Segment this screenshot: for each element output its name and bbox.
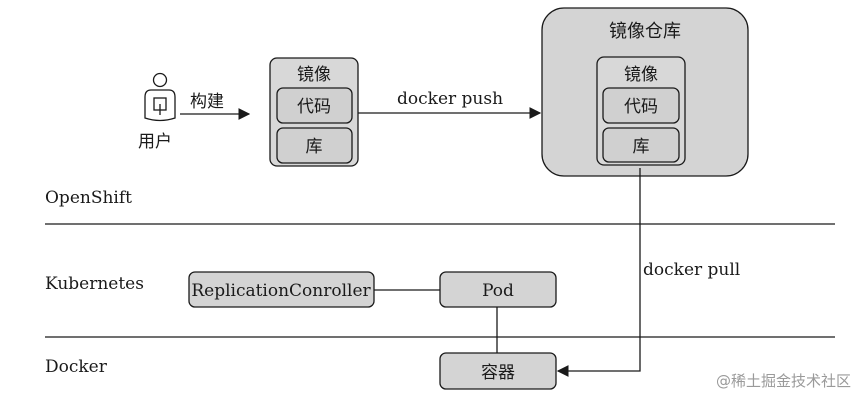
local-image-box: 镜像 代码 库 xyxy=(269,57,359,167)
pull-arrow xyxy=(556,168,641,377)
local-image-title: 镜像 xyxy=(297,65,331,85)
local-image-code-label: 代码 xyxy=(297,97,331,117)
registry-image-title: 镜像 xyxy=(624,65,658,85)
replication-controller-label: ReplicationConroller xyxy=(191,281,371,301)
layer-label-kubernetes: Kubernetes xyxy=(45,274,144,294)
pod-label: Pod xyxy=(482,281,514,301)
layer-label-openshift: OpenShift xyxy=(45,188,132,208)
user-label: 用户 xyxy=(138,132,172,152)
push-label: docker push xyxy=(397,89,503,109)
container-box xyxy=(439,352,557,390)
watermark: @稀土掘金技术社区 xyxy=(715,372,851,390)
user-icon xyxy=(144,72,176,122)
registry-box: 镜像仓库 镜像 代码 库 xyxy=(541,7,749,177)
replication-controller-box xyxy=(188,271,375,308)
local-image-lib-label: 库 xyxy=(306,137,323,157)
registry-title: 镜像仓库 xyxy=(609,21,681,42)
registry-code-label: 代码 xyxy=(624,97,658,117)
registry-lib-box xyxy=(602,127,680,163)
local-image-code-box xyxy=(276,87,353,124)
local-image-lib-box xyxy=(276,127,353,164)
registry-code-box xyxy=(602,87,680,124)
registry-lib-label: 库 xyxy=(633,137,650,157)
pull-label: docker pull xyxy=(643,260,740,280)
pod-box xyxy=(439,271,557,308)
container-label: 容器 xyxy=(481,363,515,383)
layer-label-docker: Docker xyxy=(45,357,108,377)
build-label: 构建 xyxy=(190,92,224,112)
